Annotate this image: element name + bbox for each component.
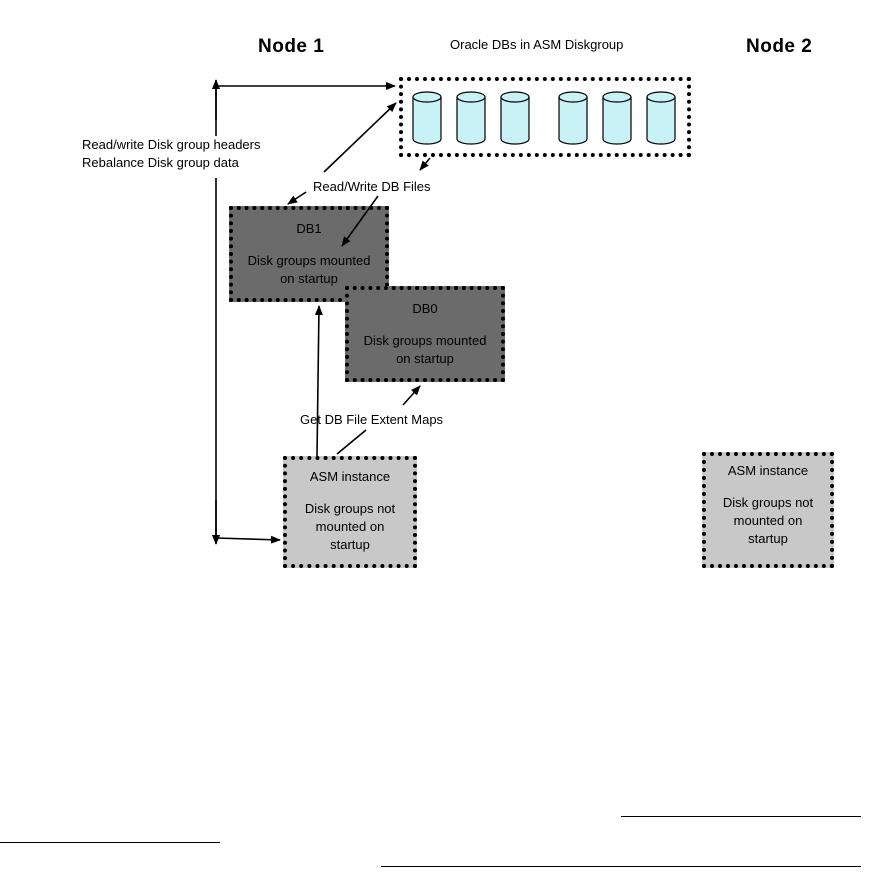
diskgroup-title: Oracle DBs in ASM Diskgroup [450, 37, 624, 52]
arrow-label-to-db1-right [341, 195, 379, 247]
rw-db-files-label: Read/Write DB Files [313, 179, 431, 194]
asm1-name: ASM instance [309, 469, 391, 484]
arrow-to-asm-node1 [215, 535, 281, 544]
arrow-asm-to-db0 [336, 429, 367, 455]
asm2-line3: startup [748, 531, 788, 546]
rule-right-lower [381, 866, 861, 867]
arrow-extent-to-db0 [402, 385, 421, 406]
rule-right-upper [621, 816, 861, 817]
db0-instance: DB0 Disk groups mounted on startup [345, 286, 505, 382]
extent-maps-label: Get DB File Extent Maps [300, 412, 444, 427]
asm1-line3: startup [330, 537, 370, 552]
disk-cylinder-icon [602, 91, 632, 145]
asm-instance-node1: ASM instance Disk groups not mounted on … [283, 456, 417, 568]
db1-line2: on startup [280, 271, 338, 286]
disk-cylinder-icon [646, 91, 676, 145]
arrow-diskgroup-to-db1 [419, 157, 431, 171]
db0-name: DB0 [412, 301, 438, 316]
disk-cylinder-icon [412, 91, 442, 145]
db0-line2: on startup [396, 351, 454, 366]
asm1-line2: mounted on [315, 519, 385, 534]
arrow-label-to-db1-left [287, 191, 307, 205]
asm-diskgroup [399, 77, 691, 157]
node-2-title: Node 2 [746, 36, 813, 57]
arrow-asm-to-db1 [314, 305, 323, 457]
disk-cylinder-icon [558, 91, 588, 145]
node-1-title: Node 1 [258, 36, 325, 57]
disk-cylinders [412, 91, 676, 145]
asm2-name: ASM instance [727, 463, 809, 478]
db1-line1: Disk groups mounted [247, 253, 371, 268]
disk-cylinder-icon [456, 91, 486, 145]
asm2-line1: Disk groups not [722, 495, 814, 510]
asm1-line1: Disk groups not [304, 501, 396, 516]
asm-instance-node2: ASM instance Disk groups not mounted on … [702, 452, 834, 568]
rw-headers-label: Read/write Disk group headers [82, 137, 261, 152]
rebalance-label: Rebalance Disk group data [82, 155, 239, 170]
rule-left [0, 842, 220, 843]
arrow-db1-to-diskgroup [323, 102, 397, 173]
db0-line1: Disk groups mounted [363, 333, 487, 348]
disk-cylinder-icon [500, 91, 530, 145]
asm2-line2: mounted on [733, 513, 803, 528]
db1-name: DB1 [296, 221, 322, 236]
